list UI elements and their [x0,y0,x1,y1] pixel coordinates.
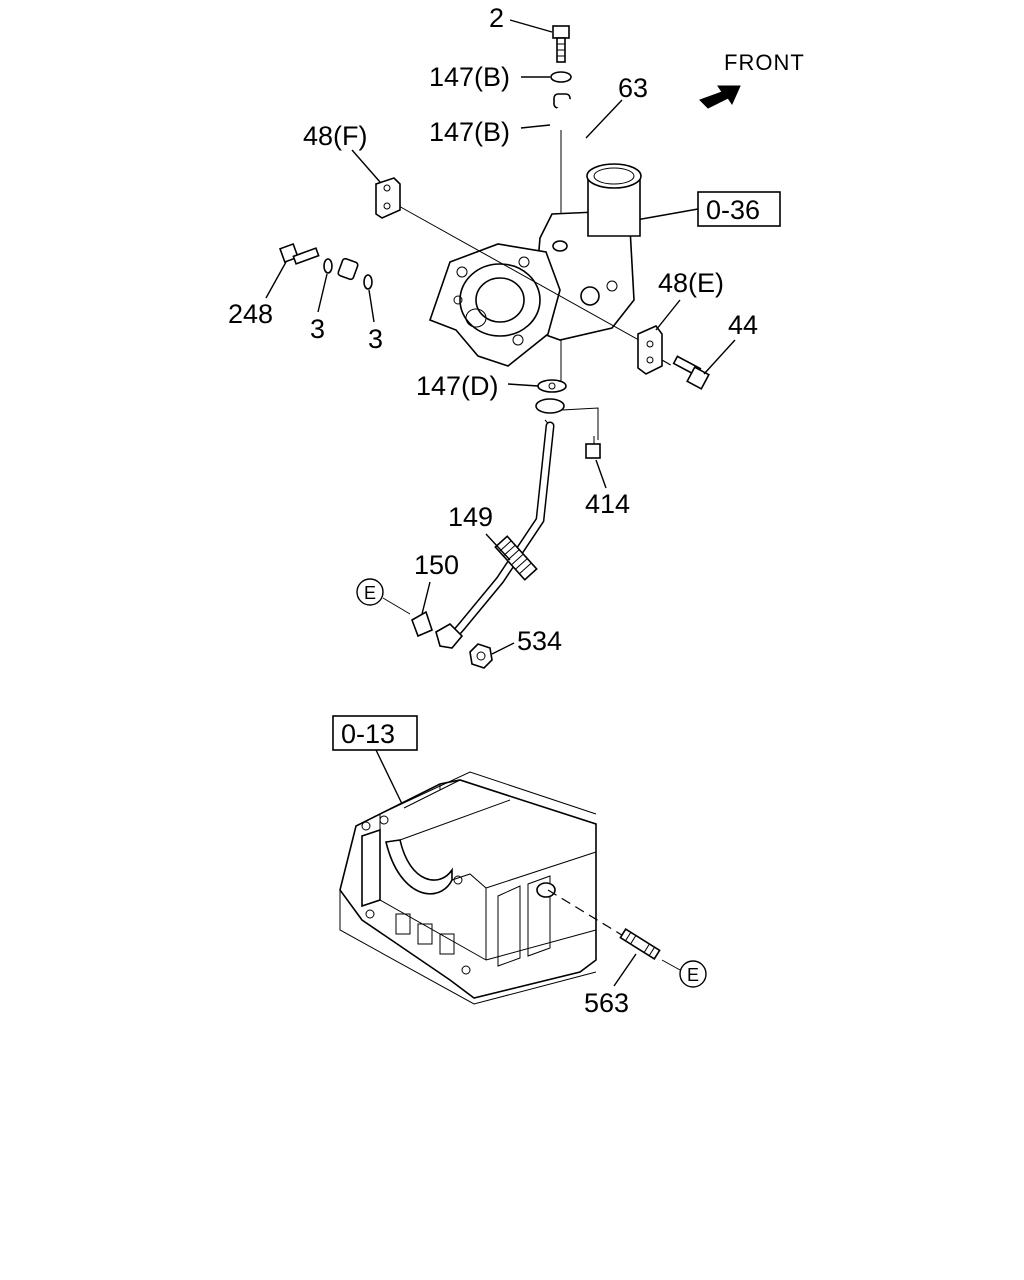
nut-534[interactable] [469,643,493,669]
callout-44-label: 44 [728,310,758,340]
callout-2-label: 2 [489,3,504,33]
callout-63[interactable]: 63 [585,73,648,139]
callout-147b-top-label: 147(B) [429,62,510,92]
bracket-48e[interactable] [637,325,663,375]
ref-box-block[interactable]: 0-13 [332,715,418,809]
front-indicator: FRONT [699,50,805,109]
callout-563-label: 563 [584,988,629,1018]
callout-149[interactable]: 149 [448,502,511,561]
bracket-48f[interactable] [375,177,401,219]
ref-box-turbo-label: 0-36 [706,195,760,225]
plate-150[interactable] [411,610,433,638]
circle-ref-e-right-label: E [687,965,699,985]
callout-63-label: 63 [618,73,648,103]
callout-48f[interactable]: 48(F) [303,121,381,183]
callout-48f-label: 48(F) [303,121,368,151]
ref-box-turbo[interactable]: 0-36 [635,191,781,227]
turbocharger[interactable] [428,163,642,367]
ref-box-block-label: 0-13 [341,719,395,749]
callout-563[interactable]: 563 [584,953,637,1018]
oil-return-pipe-149[interactable] [435,398,599,649]
callout-147b-top[interactable]: 147(B) [429,62,550,92]
callout-2[interactable]: 2 [489,3,553,33]
stud-bolt-563[interactable] [619,928,661,960]
bolt-2[interactable] [552,25,570,63]
callout-3-left-label: 3 [310,314,325,344]
bolt-248[interactable] [279,243,320,265]
circle-ref-e-right[interactable]: E [661,959,707,988]
gasket-147d[interactable] [537,379,567,393]
washer-147b-top[interactable] [550,71,572,83]
front-label: FRONT [724,50,805,75]
circle-ref-e-left[interactable]: E [356,578,411,615]
callout-248-label: 248 [228,299,273,329]
callout-44[interactable]: 44 [703,310,758,375]
callout-3-right-label: 3 [368,324,383,354]
callout-534-label: 534 [517,626,562,656]
cylinder-block[interactable] [339,771,597,1005]
circle-ref-e-left-label: E [364,583,376,603]
callout-534[interactable]: 534 [491,626,562,656]
callout-414-label: 414 [585,489,630,519]
callout-3-right[interactable]: 3 [368,289,383,354]
callout-48e[interactable]: 48(E) [655,268,724,331]
callout-147b-mid[interactable]: 147(B) [429,117,551,147]
callout-150-label: 150 [414,550,459,580]
callout-149-label: 149 [448,502,493,532]
oil-feed-pipe-63[interactable] [337,93,586,281]
bolt-414[interactable] [585,436,601,459]
callout-147d[interactable]: 147(D) [416,371,539,401]
callout-147b-mid-label: 147(B) [429,117,510,147]
callout-3-left[interactable]: 3 [310,273,328,344]
callout-48e-label: 48(E) [658,268,724,298]
callout-147d-label: 147(D) [416,371,499,401]
washer-3-left[interactable] [323,258,333,274]
bolt-44[interactable] [661,355,710,390]
callout-248[interactable]: 248 [228,261,287,329]
callout-414[interactable]: 414 [585,459,630,519]
callout-150[interactable]: 150 [414,550,459,615]
front-arrow-icon [699,85,741,109]
washer-3-right[interactable] [363,274,373,290]
shield-alignment-line [387,199,647,345]
